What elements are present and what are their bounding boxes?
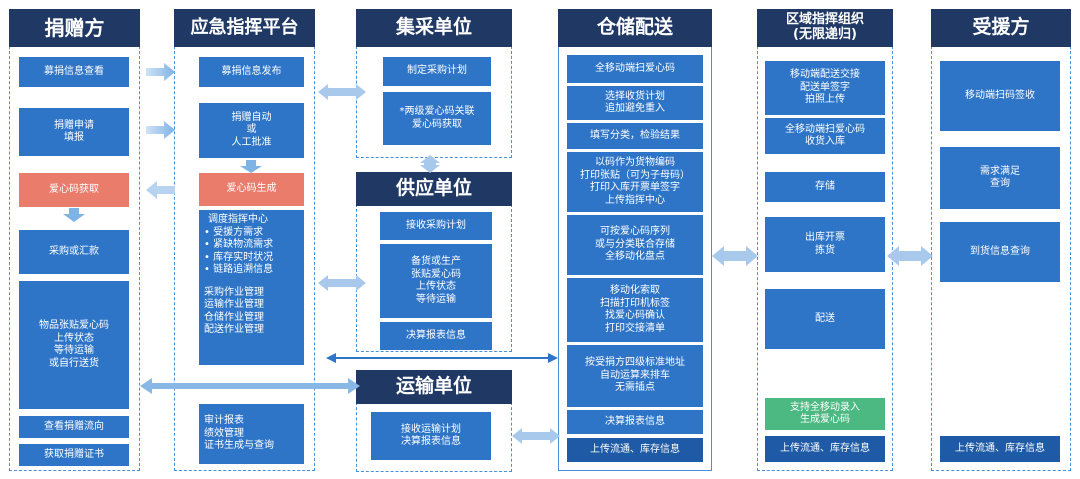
dispatch-bullet: • 紧缺物流需求 — [204, 239, 274, 250]
supply-header: 供应单位 — [356, 172, 512, 206]
donor-apply: 捐赠申请 填报 — [19, 108, 129, 156]
procure-code-link: *两级爱心码关联 爱心码获取 — [383, 92, 491, 145]
dispatch-line: 采购作业管理 — [204, 286, 264, 298]
regional-handover: 移动端配送交接 配送单签字 拍照上传 — [765, 61, 885, 115]
supply-report: 决算报表信息 — [380, 322, 492, 350]
procure-header: 集采单位 — [356, 9, 512, 47]
arrow-down — [63, 208, 85, 222]
procure-plan: 制定采购计划 — [383, 57, 491, 86]
wh-scan: 全移动端扫爱心码 — [566, 54, 704, 84]
dispatch-line: 运输作业管理 — [204, 299, 264, 310]
wh-select-plan: 选择收货计划 追加避免重入 — [566, 85, 704, 121]
arrow-head — [326, 353, 336, 363]
dispatch-bullet: • 链路追溯信息 — [204, 264, 274, 275]
dispatch-line: 仓储作业管理 — [204, 311, 264, 323]
arrow-left — [146, 181, 175, 199]
wh-storage: 可按爱心码序列 或与分类联合存储 全移动化盘点 — [566, 214, 704, 276]
recipient-arrival-query: 到货信息查询 — [940, 222, 1060, 282]
dispatch-bullet: • 库存实时状况 — [204, 251, 274, 263]
supply-prepare: 备货或生产 张贴爱心码 上传状态 等待运输 — [380, 244, 492, 318]
arrow-head — [548, 353, 558, 363]
platform-publish: 募捐信息发布 — [199, 57, 304, 87]
recipient-header: 受援方 — [931, 9, 1071, 47]
donor-certificate: 获取捐赠证书 — [19, 444, 129, 466]
transport-header: 运输单位 — [356, 370, 512, 404]
arrow-down — [240, 160, 262, 173]
wh-picking: 移动化索取 扫描打印机标签 找爱心码确认 打印交接清单 — [566, 277, 704, 343]
donor-get-code: 爱心码获取 — [19, 173, 129, 207]
platform-approve: 捐赠自动 或 人工批准 — [199, 103, 304, 158]
wh-upload: 上传流通、库存信息 — [566, 437, 704, 463]
donor-view-flow: 查看捐赠流向 — [19, 416, 129, 438]
regional-deliver: 配送 — [765, 289, 885, 349]
regional-header: 区域指挥组织 (无限递归) — [757, 9, 893, 47]
platform-code-gen: 爱心码生成 — [199, 173, 304, 206]
transport-plan: 接收运输计划 决算报表信息 — [371, 412, 491, 460]
donor-purchase: 采购或汇款 — [19, 230, 129, 274]
supply-receive-plan: 接收采购计划 — [380, 212, 492, 240]
platform-dispatch-center: 调度指挥中心 • 受援方需求 • 紧缺物流需求 • 库存实时状况 • 链路追溯信… — [199, 210, 304, 365]
wh-classify: 填写分类，检验结果 — [566, 122, 704, 150]
regional-store: 存储 — [765, 172, 885, 202]
arrow-right — [146, 121, 175, 139]
regional-outbound: 出库开票 拣货 — [765, 217, 885, 272]
donor-view-info: 募捐信息查看 — [19, 57, 129, 87]
donor-label-goods: 物品张贴爱心码 上传状态 等待运输 或自行送货 — [19, 281, 129, 409]
arrow-double-h — [140, 378, 360, 394]
dispatch-title: 调度指挥中心 — [208, 214, 268, 225]
platform-audit: 审计报表 绩效管理 证书生成与查询 — [199, 404, 304, 464]
recipient-scan-sign: 移动端扫码签收 — [940, 61, 1060, 131]
dispatch-bullet: • 受援方需求 — [204, 226, 264, 238]
arrow-right — [146, 63, 175, 81]
platform-header: 应急指挥平台 — [174, 9, 315, 47]
arrow-double-h — [887, 246, 933, 266]
regional-receive: 全移动端扫爱心码 收货入库 — [765, 118, 885, 154]
wh-dispatch: 按受捐方四级标准地址 自动运算来排车 无需插点 — [566, 344, 704, 408]
recipient-demand-query: 需求满足 查询 — [940, 147, 1060, 209]
arrow-double-h — [318, 275, 366, 291]
warehouse-header: 仓储配送 — [558, 9, 712, 47]
donor-header: 捐赠方 — [9, 9, 140, 47]
dispatch-line: 配送作业管理 — [204, 324, 264, 335]
wh-coding: 以码作为货物编码 打印张贴（可为子母码） 打印入库开票单签字 上传指挥中心 — [566, 151, 704, 213]
arrow-double-h — [318, 84, 366, 100]
arrow-double-v — [420, 155, 440, 173]
recipient-upload: 上传流通、库存信息 — [940, 436, 1060, 462]
wh-report: 决算报表信息 — [566, 409, 704, 435]
arrow-double-h — [512, 428, 560, 444]
arrow-double-h — [712, 246, 758, 266]
regional-mobile-input: 支持全移动录入 生成爱心码 — [765, 398, 885, 430]
regional-upload: 上传流通、库存信息 — [765, 436, 885, 462]
